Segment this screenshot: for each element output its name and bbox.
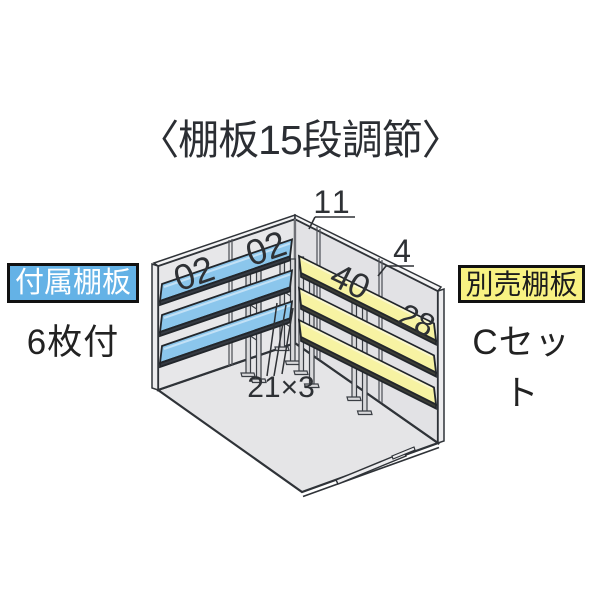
yellow-shelf-row1-edge (300, 271, 437, 346)
right-wall-end-cap (437, 287, 445, 445)
callout-wall-top: 11 (313, 184, 352, 220)
optional-shelf-tag: 別売棚板 (458, 265, 585, 303)
optional-shelf-set: Cセット (472, 323, 571, 413)
callout-shelf-supports: 21×3 (247, 371, 315, 404)
included-shelf-label: 付属棚板 6枚付 (7, 263, 139, 365)
included-shelves (158, 238, 294, 369)
callout-wall-side: 4 (393, 233, 411, 269)
door-track-outer (335, 451, 407, 485)
included-shelf-tag: 付属棚板 (7, 263, 139, 303)
floor-front-edge (302, 446, 440, 498)
callout-21x3-leaders (266, 302, 294, 377)
blue-shelf-row1-edge (159, 255, 291, 307)
callout-11-leader (308, 216, 316, 230)
blue-shelf-row2-edge (159, 286, 291, 338)
yellow-shelf-row2-edge (300, 303, 437, 378)
door-track-inner (391, 446, 416, 460)
optional-shelf-label: 別売棚板 Cセット (458, 265, 585, 416)
included-shelf-count: 6枚付 (26, 323, 120, 362)
page-title: 〈棚板15段調節〉 (138, 117, 463, 163)
left-wall-end-cap (151, 262, 159, 392)
callout-4-leader (377, 265, 387, 277)
yellow-shelf-row3-edge (300, 335, 437, 410)
optional-shelves (297, 254, 438, 410)
